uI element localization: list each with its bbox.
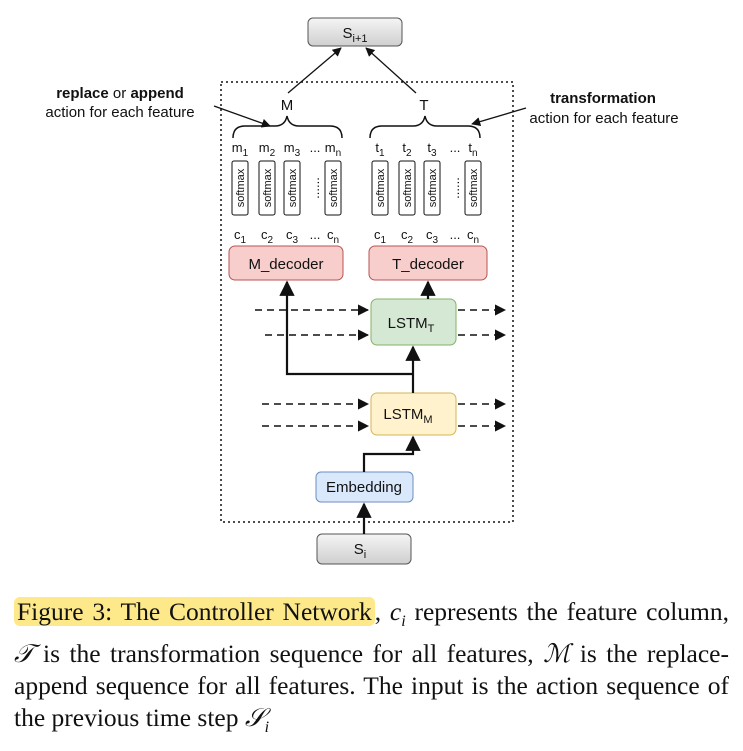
figure-caption: Figure 3: The Controller Network, ci rep… [14,597,729,737]
arrow-embedding-to-lstm-m [362,435,421,472]
t-item-4: ... [450,140,461,155]
svg-text:softmax: softmax [402,168,414,207]
m-softmax-ellipsis: ...... [307,177,322,199]
caption-s-symbol: 𝒮i [244,703,270,737]
m-brace [232,115,343,139]
m-softmax-2: softmax [258,160,276,216]
lstm-t-label: LSTMT [388,315,435,335]
svg-text:softmax: softmax [262,168,274,207]
arrow-left-annotation [213,105,271,128]
m-c-item-3: c3 [286,227,299,246]
m-decoder-label: M_decoder [248,256,323,273]
state-next-box: Si+1 [307,17,403,47]
caption-figure-label: Figure 3: The Controller Network [14,597,375,626]
m-c-item-1: c1 [234,227,247,246]
caption-m-symbol: ℳ [543,639,571,669]
arrow-m-to-state [287,47,342,94]
t-c-item-1: c1 [374,227,387,246]
state-next-label: Si+1 [342,25,367,45]
right-annotation-line1: transformation [550,90,656,107]
m-item-2: m2 [259,140,276,159]
m-decoder-box: M_decoder [228,245,344,281]
arrow-to-m-decoder [279,280,413,376]
controller-network-diagram: Si+1 M T replace or append action for ea… [45,17,679,565]
t-item-1: t1 [375,140,385,159]
t-softmax-1: softmax [371,160,389,216]
m-item-5: mn [325,140,341,159]
feature-columns: m1 c1 softmax m2 c2 softmax m3 c3 softmax.......… [231,140,482,246]
m-item-1: m1 [232,140,249,159]
t-c-item-3: c3 [426,227,439,246]
caption-ci: ci [389,597,406,631]
caption-t-symbol: 𝒯 [14,639,34,669]
t-item-5: tn [468,140,477,159]
t-item-3: t3 [427,140,437,159]
m-item-4: ... [310,140,321,155]
state-current-label: Si [354,541,366,561]
t-item-2: t2 [402,140,412,159]
t-decoder-box: T_decoder [368,245,488,281]
svg-text:softmax: softmax [235,168,247,207]
svg-text:softmax: softmax [328,168,340,207]
m-sequence-label: M [281,97,294,114]
svg-text:softmax: softmax [427,168,439,207]
state-current-box: Si [316,533,412,565]
m-softmax-1: softmax [231,160,249,216]
m-softmax-3: softmax [283,160,301,216]
svg-text:softmax: softmax [287,168,299,207]
t-sequence-label: T [419,97,428,114]
lstm-t-box: LSTMT [370,298,457,346]
t-c-item-5: cn [467,227,479,246]
m-item-3: m3 [284,140,301,159]
left-annotation-line1: replace or append [56,85,184,102]
svg-text:softmax: softmax [375,168,387,207]
t-c-item-2: c2 [401,227,414,246]
right-annotation-line2: action for each feature [529,110,678,127]
m-c-item-2: c2 [261,227,274,246]
m-c-item-5: cn [327,227,339,246]
arrow-right-annotation [471,107,527,127]
m-softmax-5: softmax [324,160,342,216]
t-c-item-4: ... [450,227,461,242]
t-softmax-3: softmax [423,160,441,216]
controller-border [220,81,514,523]
arrow-t-to-state [365,47,417,94]
m-c-item-4: ... [310,227,321,242]
t-softmax-2: softmax [398,160,416,216]
t-softmax-5: softmax [464,160,482,216]
embedding-box: Embedding [315,471,414,503]
svg-text:softmax: softmax [468,168,480,207]
t-softmax-ellipsis: ...... [447,177,462,199]
lstm-m-label: LSTMM [383,406,432,426]
t-brace [369,115,481,139]
embedding-label: Embedding [326,479,402,496]
t-decoder-label: T_decoder [392,256,464,273]
lstm-m-box: LSTMM [370,392,457,436]
left-annotation-line2: action for each feature [45,104,194,121]
